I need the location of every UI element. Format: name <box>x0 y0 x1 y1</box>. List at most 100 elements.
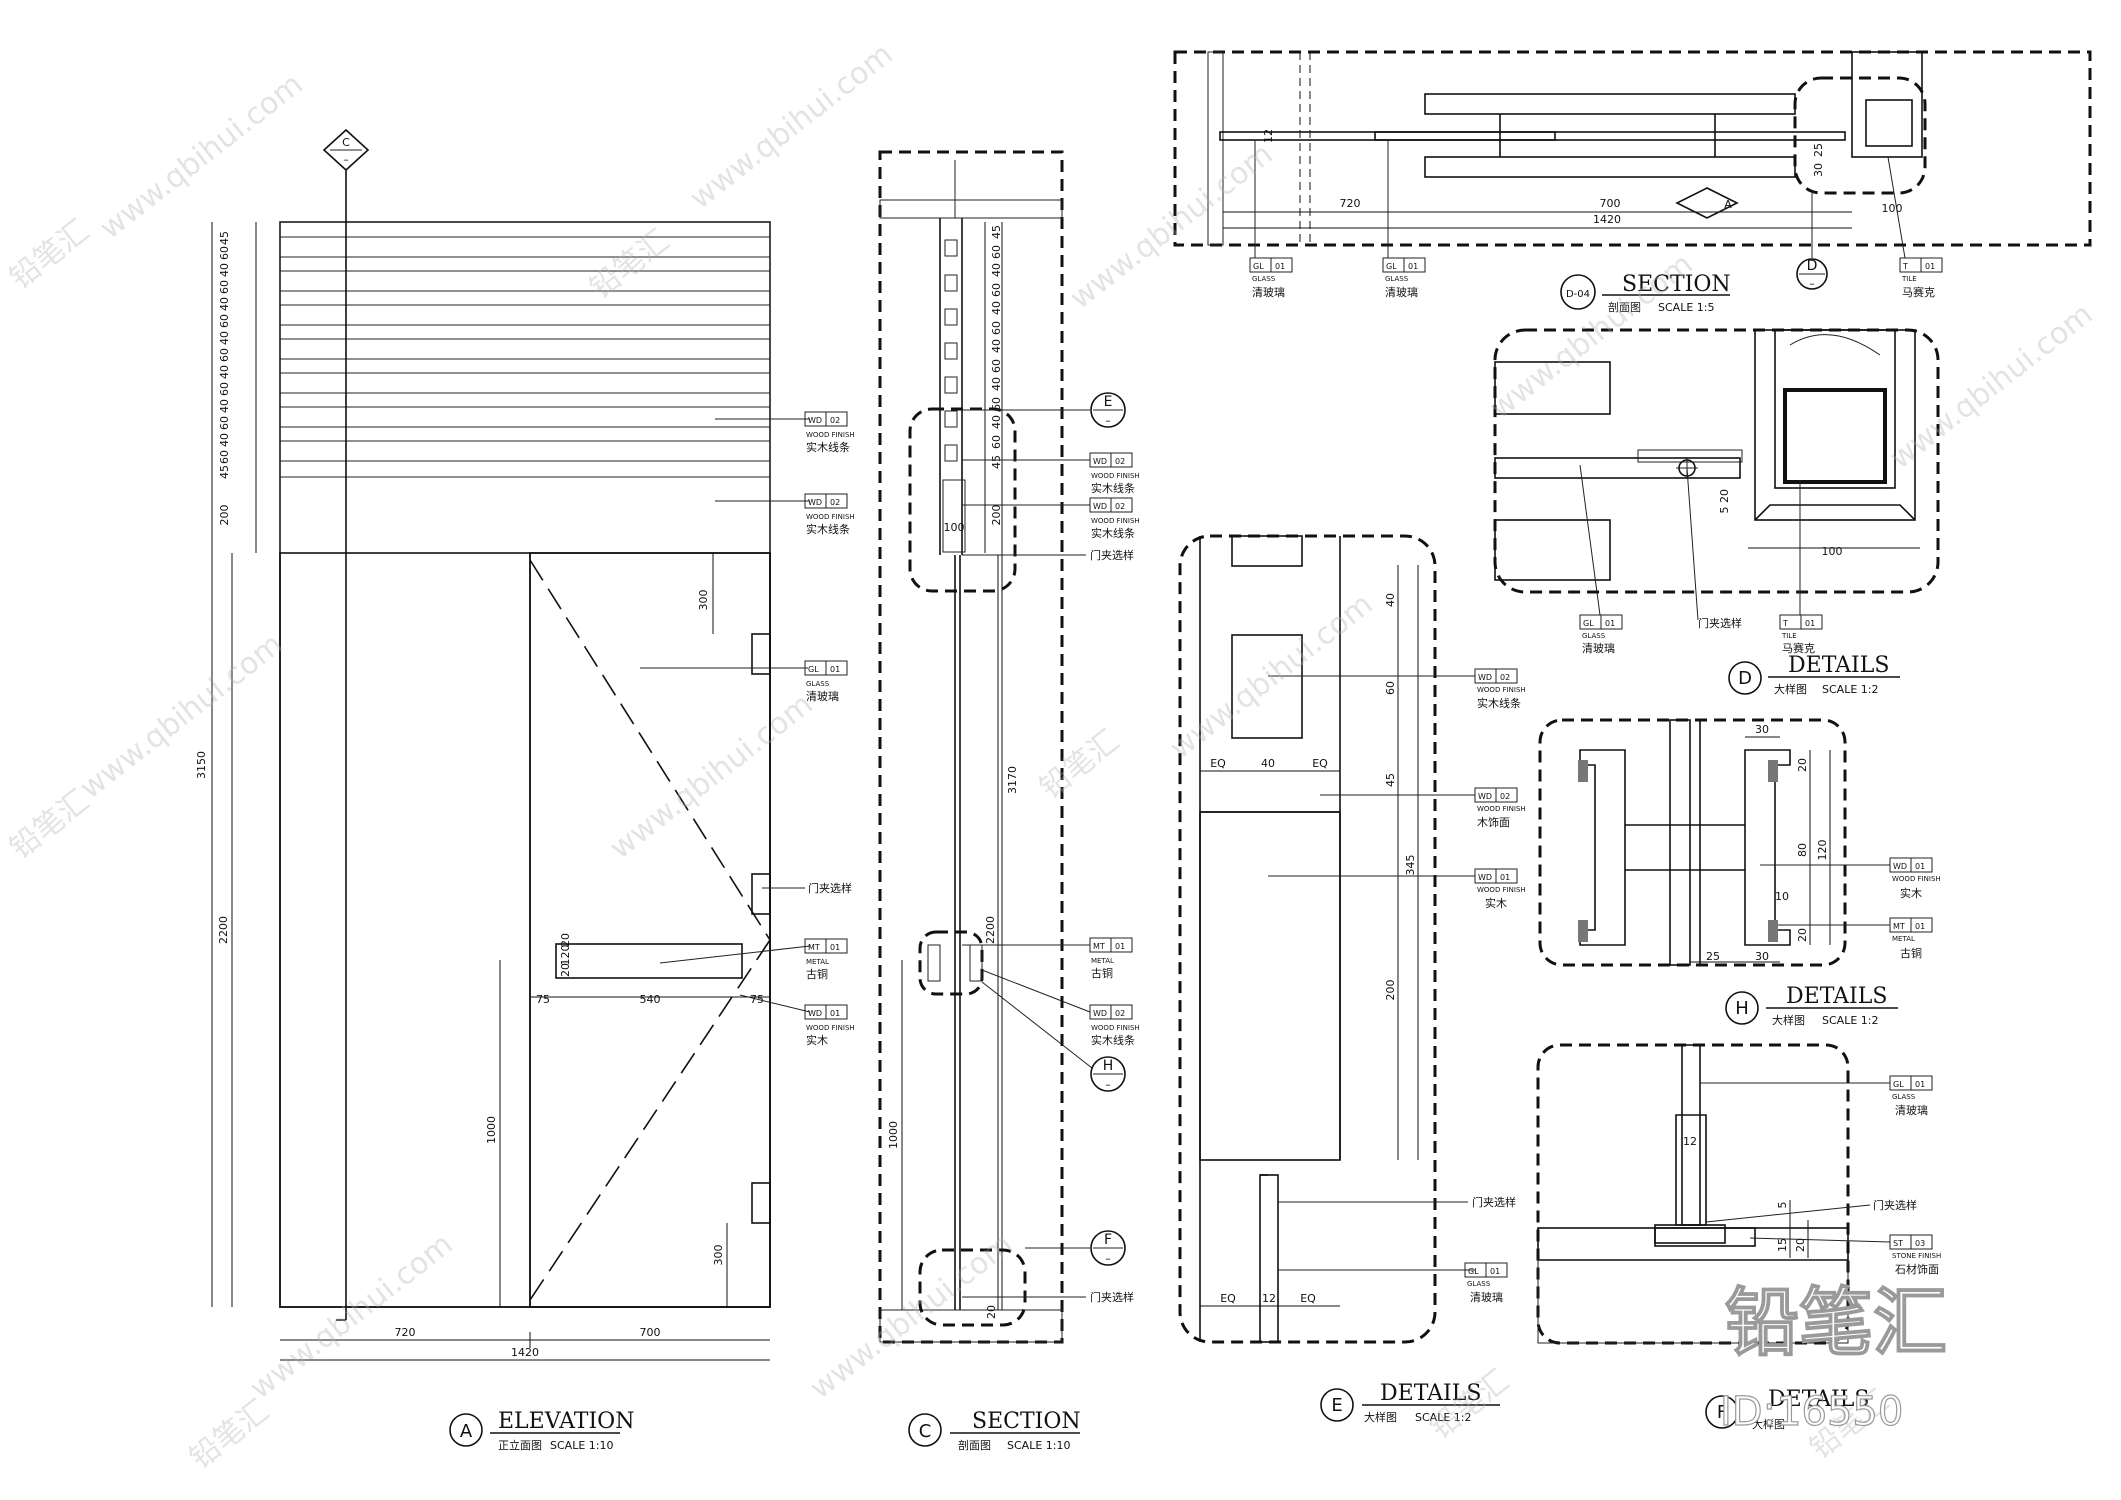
title-f: F DETAILS 大样图 <box>1705 1387 1869 1431</box>
svg-text:01: 01 <box>1915 862 1925 871</box>
svg-text:15: 15 <box>1776 1238 1789 1252</box>
title-e: E DETAILS 大样图 SCALE 1:2 <box>1320 1381 1500 1424</box>
tag-f-1: GL 01 GLASS 清玻璃 <box>1889 1075 1933 1117</box>
svg-text:E: E <box>1331 1395 1342 1416</box>
detail-d-dims: 100 5 20 <box>1718 489 1920 558</box>
detail-h-tags: WD 01 WOOD FINISH 实木 MT 01 METAL 古铜 <box>1760 857 1941 960</box>
title-c: C SECTION 剖面图 SCALE 1:10 <box>908 1409 1081 1452</box>
tag-c3: MT 01 METAL 古铜 <box>1089 937 1133 980</box>
svg-text:GL: GL <box>1386 262 1397 271</box>
section-c-tags: 门夹选样 门夹选样 WD 02 WOOD FINISH 实木线条 WD 02 W… <box>962 452 1140 1304</box>
svg-text:MT: MT <box>1093 942 1105 951</box>
svg-text:www.qbihui.com: www.qbihui.com <box>1483 247 1699 427</box>
svg-text:SCALE 1:10: SCALE 1:10 <box>550 1439 613 1452</box>
svg-text:25: 25 <box>1812 143 1825 157</box>
svg-text:剖面图: 剖面图 <box>958 1438 991 1452</box>
svg-text:40: 40 <box>218 399 231 413</box>
elevation-left-dims: 45 60 40 60 40 60 40 60 40 60 40 60 40 6… <box>195 222 728 1307</box>
svg-text:大样图: 大样图 <box>1752 1417 1785 1431</box>
svg-text:10: 10 <box>1775 890 1789 903</box>
svg-text:–: – <box>1809 277 1815 290</box>
callout-e-box <box>908 407 1017 593</box>
svg-text:540: 540 <box>640 993 661 1006</box>
svg-text:5: 5 <box>1718 507 1731 514</box>
svg-text:实木线条: 实木线条 <box>1091 481 1135 495</box>
svg-text:720: 720 <box>395 1326 416 1339</box>
title-h: H DETAILS 大样图 SCALE 1:2 <box>1725 984 1898 1027</box>
svg-text:SCALE 1:10: SCALE 1:10 <box>1007 1439 1070 1452</box>
svg-text:木饰面: 木饰面 <box>1477 815 1510 829</box>
elevation-frame <box>279 221 771 1308</box>
detail-d-frame <box>1493 328 1940 594</box>
svg-text:门夹选样: 门夹选样 <box>1698 616 1742 630</box>
tag-d04-3: T 01 TILE 马赛克 <box>1899 257 1943 299</box>
elevation-view: C – 45 60 40 60 40 60 40 60 40 60 40 60 … <box>195 128 855 1452</box>
marker-d-d04: D – <box>1796 193 1828 290</box>
svg-text:GLASS: GLASS <box>1582 632 1606 640</box>
svg-text:60: 60 <box>218 416 231 430</box>
svg-text:F: F <box>1104 1232 1112 1248</box>
section-d04-tags: GL 01 GLASS 清玻璃 GL 01 GLASS 清玻璃 T 01 TIL… <box>1249 140 1943 299</box>
svg-text:40: 40 <box>990 339 1003 353</box>
svg-text:实木线条: 实木线条 <box>1091 526 1135 540</box>
svg-text:2200: 2200 <box>217 916 230 944</box>
door-clamp-label: 门夹选样 <box>808 881 852 895</box>
svg-text:1420: 1420 <box>511 1346 539 1359</box>
svg-text:100: 100 <box>1822 545 1843 558</box>
svg-text:75: 75 <box>536 993 550 1006</box>
svg-text:GL: GL <box>1468 1267 1479 1276</box>
svg-text:30: 30 <box>1812 163 1825 177</box>
svg-text:A: A <box>460 1421 473 1442</box>
section-c-frame <box>878 150 1064 1344</box>
wood-slats <box>279 221 771 554</box>
detail-e-view: 40 60 45 345 200 EQ 40 EQ EQ 12 EQ 门夹选样 … <box>1178 534 1526 1424</box>
svg-text:EQ: EQ <box>1210 757 1226 770</box>
tag-e-d4: GL 01 GLASS 清玻璃 <box>1464 1262 1508 1304</box>
svg-text:WOOD FINISH: WOOD FINISH <box>1091 517 1140 525</box>
svg-text:200: 200 <box>1384 980 1397 1001</box>
svg-text:ELEVATION: ELEVATION <box>498 1409 634 1434</box>
svg-text:45: 45 <box>218 231 231 245</box>
svg-text:古铜: 古铜 <box>1900 946 1922 960</box>
svg-text:3170: 3170 <box>1006 766 1019 794</box>
svg-text:DETAILS: DETAILS <box>1786 984 1887 1009</box>
door-handle <box>555 943 743 979</box>
tag-h-2: MT 01 METAL 古铜 <box>1889 917 1933 960</box>
svg-text:2200: 2200 <box>984 916 997 944</box>
tag-d-1: GL 01 GLASS 清玻璃 <box>1579 614 1623 655</box>
svg-text:30: 30 <box>1755 950 1769 963</box>
svg-text:GL: GL <box>1583 619 1594 628</box>
svg-text:EQ: EQ <box>1312 757 1328 770</box>
svg-text:300: 300 <box>697 590 710 611</box>
svg-text:WOOD FINISH: WOOD FINISH <box>806 1024 855 1032</box>
svg-text:GLASS: GLASS <box>1892 1093 1916 1101</box>
svg-text:20: 20 <box>985 1305 998 1319</box>
svg-text:门夹选样: 门夹选样 <box>1090 1290 1134 1304</box>
svg-text:01: 01 <box>1408 262 1418 271</box>
svg-text:清玻璃: 清玻璃 <box>1895 1103 1928 1117</box>
svg-text:门夹选样: 门夹选样 <box>1472 1195 1516 1209</box>
svg-text:大样图: 大样图 <box>1772 1013 1805 1027</box>
svg-text:02: 02 <box>1115 457 1125 466</box>
svg-text:清玻璃: 清玻璃 <box>806 689 839 703</box>
svg-text:实木线条: 实木线条 <box>806 522 850 536</box>
svg-text:实木线条: 实木线条 <box>806 440 850 454</box>
detail-f-tags: 门夹选样 GL 01 GLASS 清玻璃 ST 03 STONE FINISH … <box>1700 1075 1941 1276</box>
svg-text:WD: WD <box>1093 1009 1107 1018</box>
svg-text:20: 20 <box>1794 1238 1807 1252</box>
detail-f-view: 12 5 15 20 门夹选样 GL 01 GLASS 清玻璃 ST 03 <box>1536 1043 1941 1431</box>
svg-text:T: T <box>1902 262 1908 271</box>
svg-text:01: 01 <box>1500 873 1510 882</box>
svg-text:03: 03 <box>1915 1239 1925 1248</box>
section-c-dims: 45 60 40 60 40 60 40 60 40 60 40 60 45 2… <box>887 222 1019 1319</box>
svg-text:–: – <box>343 153 349 166</box>
section-c-view: 45 60 40 60 40 60 40 60 40 60 40 60 45 2… <box>878 150 1140 1452</box>
svg-text:60: 60 <box>990 359 1003 373</box>
svg-text:40: 40 <box>1384 593 1397 607</box>
marker-f-sec: F – <box>1025 1230 1126 1266</box>
tag-c2: WD 02 WOOD FINISH 实木线条 <box>1089 497 1140 540</box>
svg-text:60: 60 <box>990 283 1003 297</box>
svg-text:A: A <box>1724 198 1732 211</box>
svg-text:02: 02 <box>830 416 840 425</box>
